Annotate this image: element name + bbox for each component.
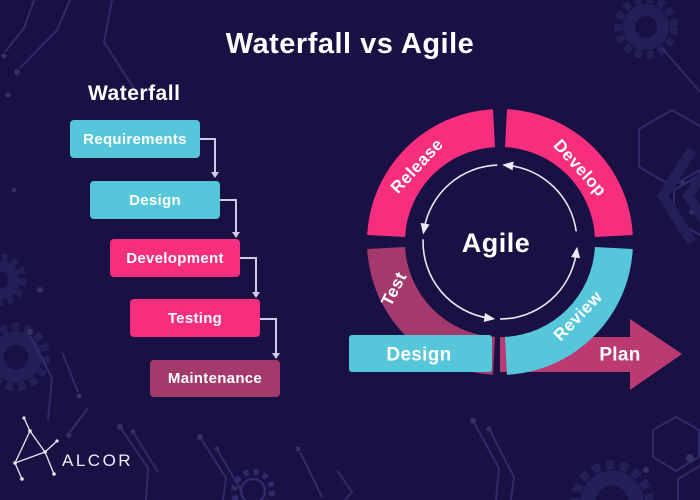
chevron-left-icons <box>657 147 700 245</box>
agile-center-label: Agile <box>462 228 531 258</box>
agile-segment-develop-arc <box>505 109 633 237</box>
waterfall-step-label: Maintenance <box>167 370 263 387</box>
design-band-label: Design <box>386 345 451 366</box>
waterfall-step-maintenance: Maintenance <box>150 360 280 397</box>
waterfall-step-design: Design <box>90 181 220 219</box>
cycle-arrow-icon <box>422 239 496 322</box>
alcor-logo: ALCOR <box>13 416 133 481</box>
gear-icon <box>614 0 700 93</box>
plan-arrow <box>500 319 682 390</box>
step-arrow-icon <box>200 138 219 178</box>
waterfall-step-label: Development <box>126 249 224 267</box>
waterfall-heading: Waterfall <box>88 82 181 105</box>
hexagon-traces-bottom-right <box>643 415 700 500</box>
constellation-icon <box>13 416 59 481</box>
gear-icon <box>0 253 50 391</box>
design-band <box>349 335 492 372</box>
step-arrow-icon <box>220 199 240 238</box>
waterfall-step-testing: Testing <box>130 299 260 337</box>
waterfall-step-label: Testing <box>167 309 223 327</box>
agile-segment-release-arc <box>367 109 495 237</box>
page-title: Waterfall vs Agile <box>225 28 475 60</box>
waterfall-step-development: Development <box>110 239 240 277</box>
step-arrow-icon <box>260 318 280 359</box>
agile-segment-review-arc <box>505 247 633 375</box>
cycle-arrow-icon <box>499 246 581 320</box>
cycle-arrow-icon <box>420 164 498 235</box>
circuit-traces-bottom <box>117 418 516 500</box>
step-arrow-icon <box>240 257 260 298</box>
waterfall-step-requirements: Requirements <box>70 120 200 158</box>
plan-arrow-label: Plan <box>599 345 640 366</box>
circuit-traces-top-left <box>1 0 139 293</box>
cycle-arrow-icon <box>502 161 577 232</box>
gear-icon <box>570 460 654 500</box>
alcor-logo-text: ALCOR <box>62 451 133 470</box>
waterfall-step-label: Design <box>129 191 181 209</box>
circuit-traces-mid-left <box>27 329 89 438</box>
waterfall-step-label: Requirements <box>83 130 187 148</box>
